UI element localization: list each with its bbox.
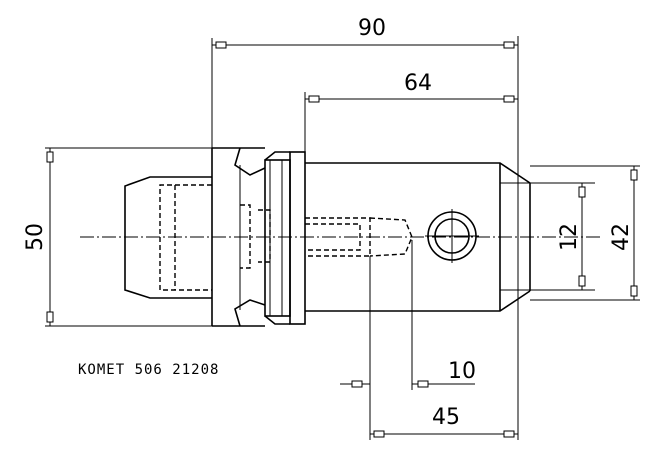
dim-body-diameter: 42 (609, 166, 638, 300)
tool-shank (124, 147, 271, 327)
dim-label-12: 12 (557, 223, 582, 251)
part-label: КОМЕТ 506 21208 (78, 362, 219, 378)
dim-label-90: 90 (358, 16, 386, 41)
dim-label-50: 50 (23, 223, 48, 251)
side-screw (425, 209, 479, 263)
dim-label-64: 64 (404, 71, 432, 96)
dim-thread-diameter: 12 (557, 183, 586, 290)
threaded-bore (305, 217, 413, 257)
dim-port-position: 45 (370, 405, 518, 438)
dim-shank-length: 64 (305, 71, 518, 103)
flange (264, 151, 306, 325)
dim-label-10: 10 (448, 359, 476, 384)
dim-label-45: 45 (432, 405, 460, 430)
extension-lines (45, 36, 640, 440)
dim-port-width: 10 (340, 359, 476, 388)
dim-overall-length: 90 (212, 16, 518, 49)
dim-label-42: 42 (609, 223, 634, 251)
dim-flange-diameter: 50 (23, 148, 54, 326)
